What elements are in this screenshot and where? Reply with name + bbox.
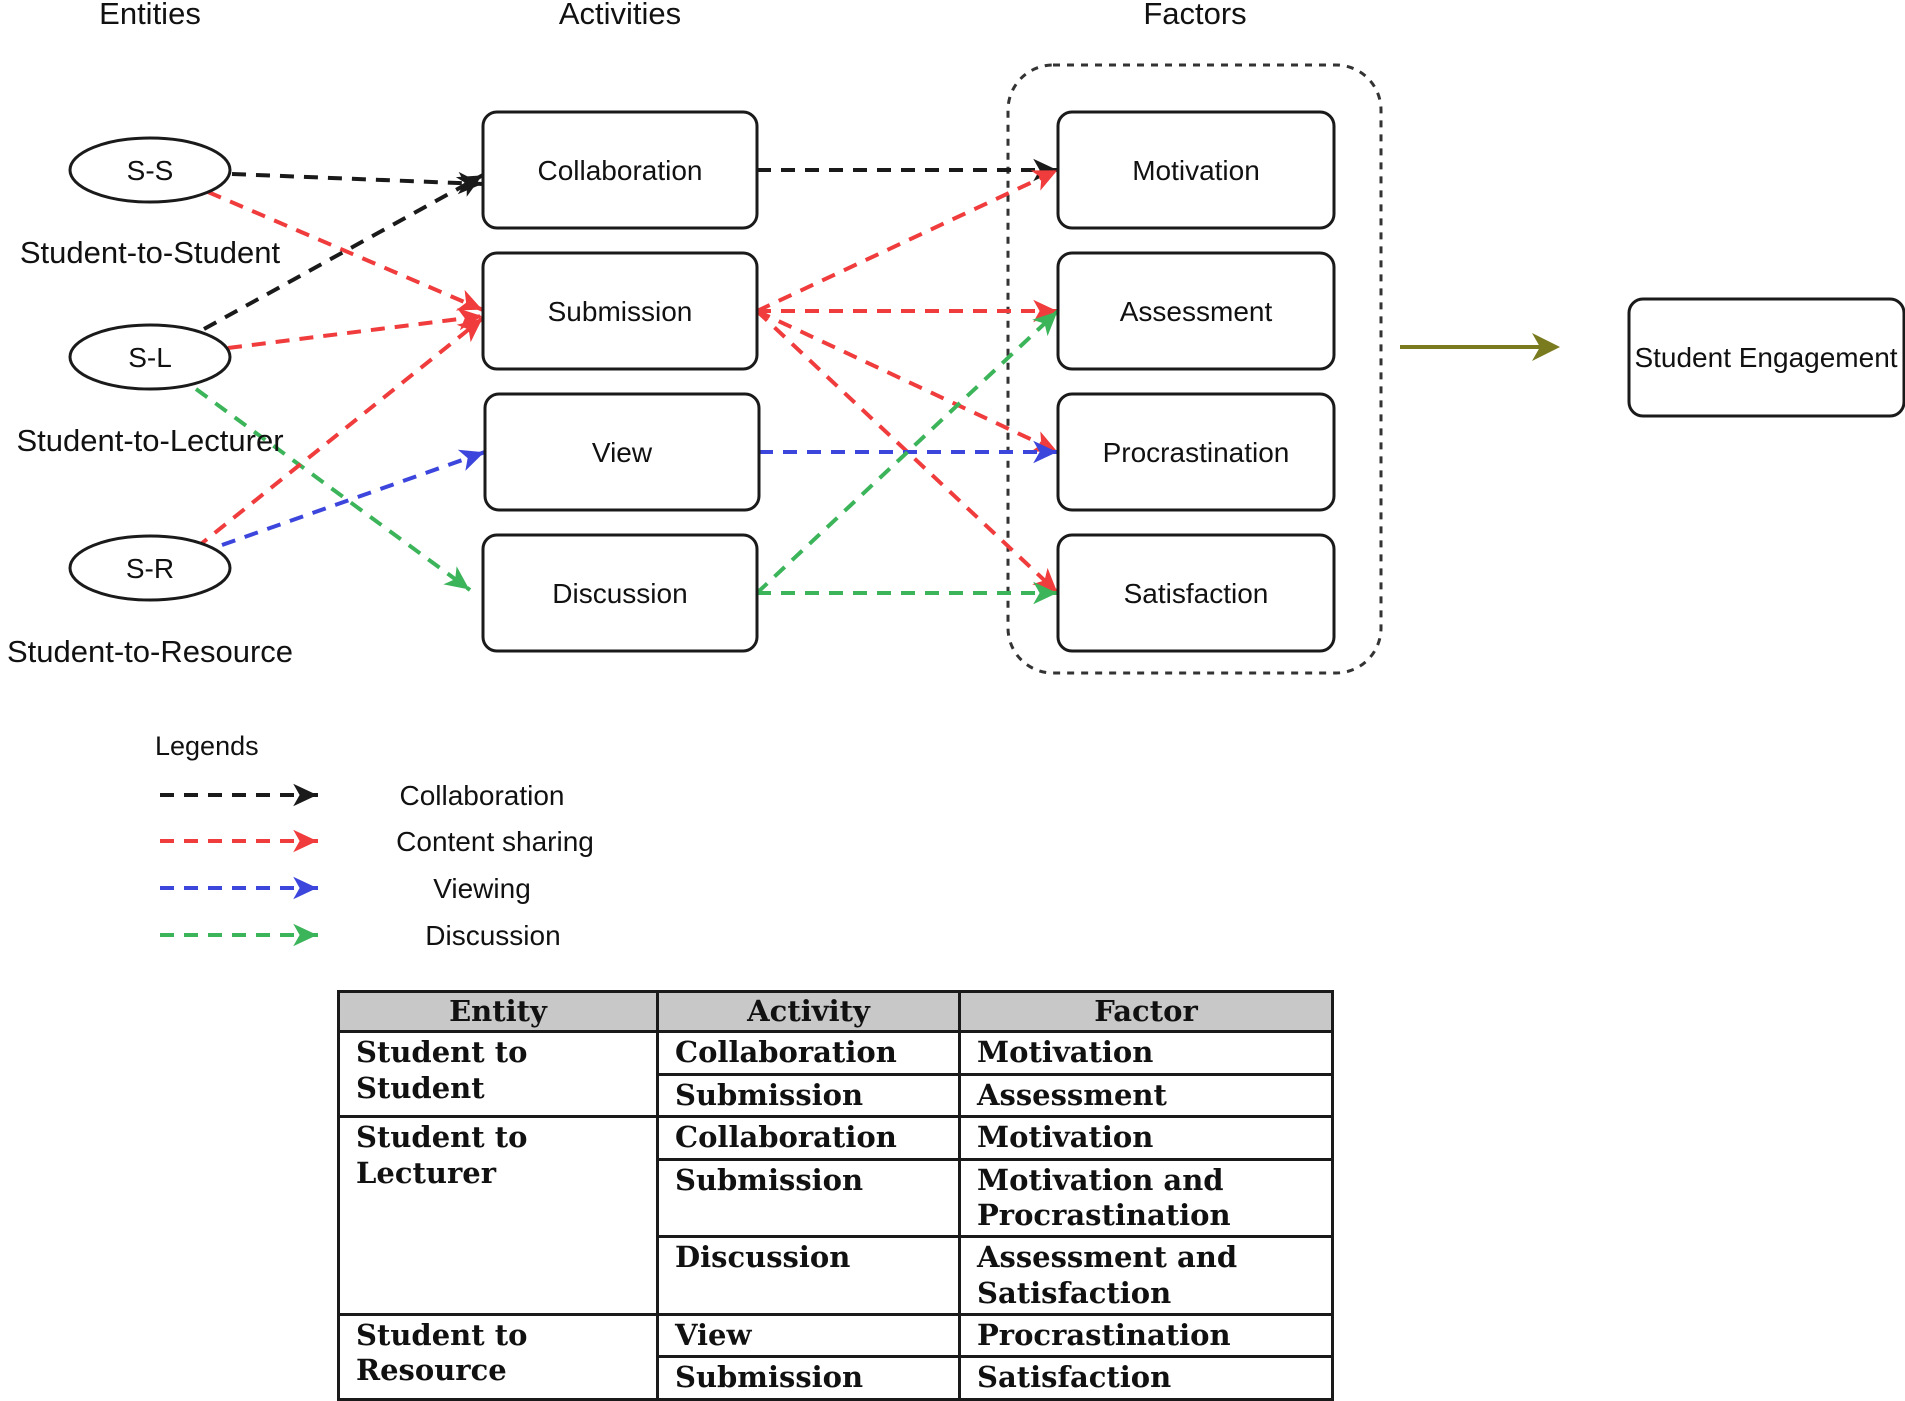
table-row: Submission Motivation and Procrastinatio… bbox=[339, 1157, 1334, 1239]
activity-box-collaboration bbox=[481, 110, 759, 230]
entity-student-to-lecturer: S-L Student-to-Lecturer bbox=[16, 323, 284, 458]
table-row: Submission Assessment bbox=[339, 1072, 1334, 1119]
factor-satisfaction: Satisfaction bbox=[1056, 533, 1336, 653]
activity-label-collaboration: Collaboration bbox=[538, 155, 703, 186]
entity-ellipse-ss bbox=[68, 136, 232, 204]
table-header-factor: Factor bbox=[958, 989, 1334, 1034]
table-cell-factor: Satisfaction bbox=[958, 1355, 1334, 1401]
edge-sl-to-submit bbox=[227, 307, 484, 350]
edge-submit-to-procr bbox=[756, 309, 1059, 454]
table-cell-activity: Submission bbox=[656, 1157, 961, 1239]
table-row: Student to Resource View Procrastination bbox=[337, 1312, 1334, 1401]
activity-box-view bbox=[483, 392, 761, 512]
activity-submission: Submission bbox=[481, 251, 759, 371]
table-cell-activity: Submission bbox=[656, 1072, 961, 1119]
edge-sl-to-collab bbox=[203, 173, 484, 331]
table-cell-factor: Assessment bbox=[958, 1072, 1334, 1119]
factor-box-satisfaction bbox=[1056, 533, 1336, 653]
outcome-student-engagement: Student Engagement bbox=[1627, 297, 1905, 418]
table-cell-activity: Discussion bbox=[656, 1235, 961, 1316]
table-row: Discussion Assessment and Satisfaction bbox=[339, 1235, 1334, 1316]
table-row: Student to Lecturer Collaboration Motiva… bbox=[337, 1115, 1334, 1316]
activity-box-submission bbox=[481, 251, 759, 371]
table-cell-entity: Student to Resource bbox=[337, 1313, 659, 1401]
edge-submit-to-satis bbox=[755, 309, 1060, 595]
entity-ellipse-sr bbox=[68, 534, 232, 602]
table-cell-factor: Motivation and Procrastination bbox=[958, 1157, 1334, 1239]
entity-code-sr: S-R bbox=[126, 553, 174, 584]
entity-code-sl: S-L bbox=[128, 342, 172, 373]
table-cell-activity: View bbox=[656, 1312, 961, 1359]
factor-assessment: Assessment bbox=[1056, 251, 1336, 371]
outcome-arrowhead bbox=[1532, 333, 1560, 361]
header-activities: Activities bbox=[559, 0, 681, 31]
activity-view: View bbox=[483, 392, 761, 512]
factor-box-motivation bbox=[1056, 110, 1336, 230]
factor-label-procrastination: Procrastination bbox=[1103, 437, 1290, 468]
factor-procrastination: Procrastination bbox=[1056, 392, 1336, 512]
table-cell-activity: Collaboration bbox=[656, 1115, 961, 1161]
outcome-box bbox=[1627, 297, 1905, 418]
entity-code-ss: S-S bbox=[127, 155, 174, 186]
activity-box-discussion bbox=[481, 533, 759, 653]
edge-discuss-to-assess bbox=[755, 309, 1060, 595]
entity-student-to-student: S-S Student-to-Student bbox=[20, 136, 281, 270]
activity-discussion: Discussion bbox=[481, 533, 759, 653]
edge-sl-to-discuss bbox=[194, 387, 472, 592]
activity-label-view: View bbox=[592, 437, 653, 468]
header-entities: Entities bbox=[99, 0, 201, 31]
entity-label-ss: Student-to-Student bbox=[20, 235, 281, 270]
activity-collaboration: Collaboration bbox=[481, 110, 759, 230]
table-header-activity: Activity bbox=[656, 989, 961, 1034]
factor-box-procrastination bbox=[1056, 392, 1336, 512]
legend-label-discussion: Discussion bbox=[425, 920, 560, 951]
edge-submit-to-motiv bbox=[756, 168, 1059, 313]
entity-student-to-resource: S-R Student-to-Resource bbox=[7, 534, 293, 669]
diagram-stage: Entities Activities Factors S-S Student-… bbox=[7, 0, 1905, 1401]
outcome-label: Student Engagement bbox=[1634, 342, 1897, 373]
activity-label-discussion: Discussion bbox=[552, 578, 687, 609]
table-cell-entity: Student to Student bbox=[337, 1030, 659, 1119]
table-header-row: Entity Activity Factor bbox=[337, 989, 1334, 1034]
entity-label-sr: Student-to-Resource bbox=[7, 634, 293, 669]
legend-label-viewing: Viewing bbox=[433, 873, 531, 904]
factor-label-assessment: Assessment bbox=[1120, 296, 1273, 327]
table-header-entity: Entity bbox=[337, 989, 659, 1034]
table-cell-factor: Procrastination bbox=[958, 1312, 1334, 1359]
factor-motivation: Motivation bbox=[1056, 110, 1336, 230]
mapping-table: Entity Activity Factor Student to Studen… bbox=[337, 989, 1334, 1401]
table-cell-factor: Motivation bbox=[958, 1115, 1334, 1161]
diagram-canvas: Entities Activities Factors S-S Student-… bbox=[7, 0, 1905, 951]
header-factors: Factors bbox=[1143, 0, 1246, 31]
table-cell-activity: Submission bbox=[656, 1355, 961, 1401]
factor-label-satisfaction: Satisfaction bbox=[1124, 578, 1269, 609]
edges-layer bbox=[194, 158, 1060, 605]
activity-label-submission: Submission bbox=[548, 296, 693, 327]
table-cell-factor: Motivation bbox=[958, 1030, 1334, 1076]
table-cell-factor: Assessment and Satisfaction bbox=[958, 1235, 1334, 1316]
legend-title: Legends bbox=[155, 731, 259, 761]
edge-ss-to-submit bbox=[207, 190, 484, 312]
entity-label-sl: Student-to-Lecturer bbox=[16, 423, 283, 458]
factor-box-assessment bbox=[1056, 251, 1336, 371]
factor-label-motivation: Motivation bbox=[1132, 155, 1260, 186]
edge-sr-to-submit bbox=[194, 316, 485, 550]
factors-group-box bbox=[1006, 63, 1383, 675]
table-row: Student to Student Collaboration Motivat… bbox=[337, 1030, 1334, 1119]
edge-sr-to-view bbox=[221, 449, 486, 547]
entity-ellipse-sl bbox=[68, 323, 232, 391]
legend-label-collaboration: Collaboration bbox=[400, 780, 565, 811]
legend-label-content-sharing: Content sharing bbox=[396, 826, 594, 857]
edge-ss-to-collab bbox=[231, 171, 484, 195]
table-cell-activity: Collaboration bbox=[656, 1030, 961, 1076]
table-cell-entity: Student to Lecturer bbox=[337, 1115, 659, 1316]
